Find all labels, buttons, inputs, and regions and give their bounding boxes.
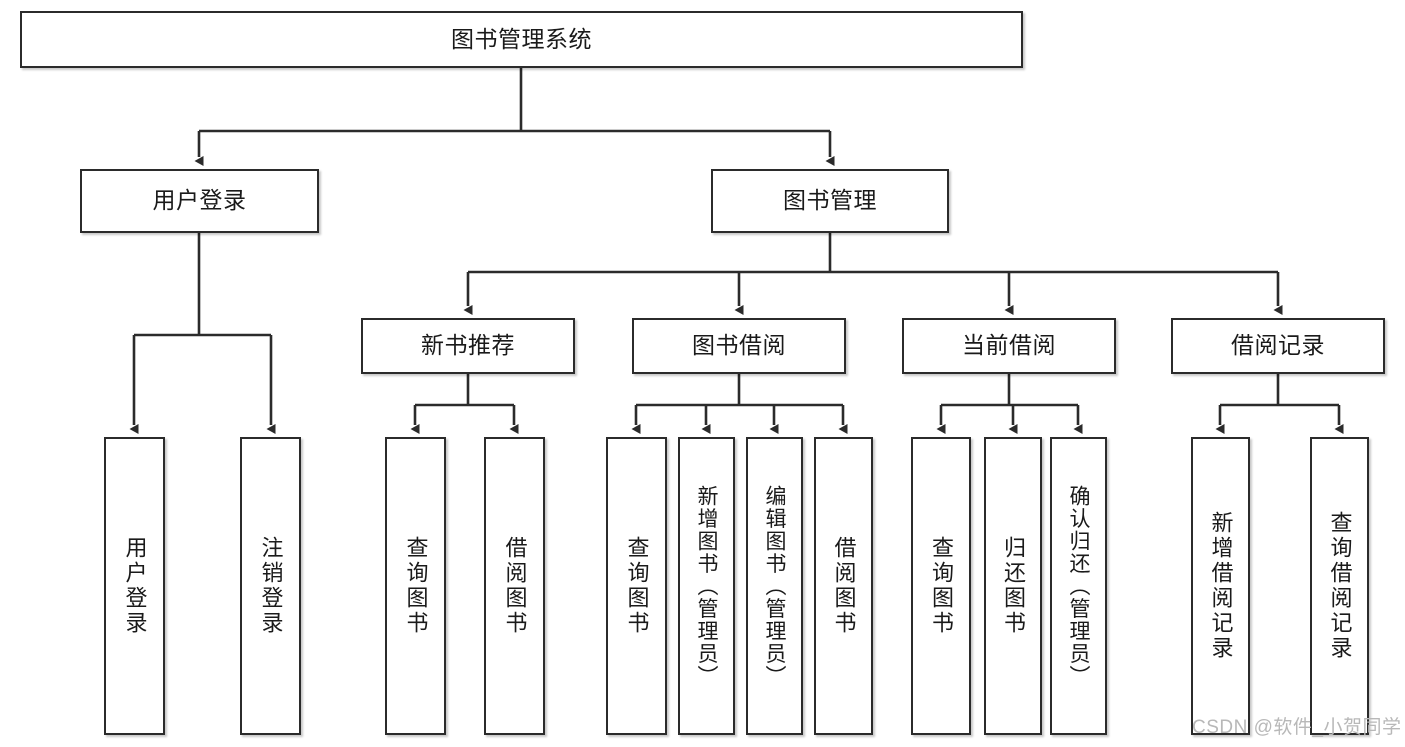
node-leaf-user-login[interactable]: 用户登录 <box>104 437 165 735</box>
node-book-manage[interactable]: 图书管理 <box>711 169 949 233</box>
node-leaf-edit-book[interactable]: 编辑图书（管理员） <box>746 437 803 735</box>
root-to-level2 <box>194 68 835 166</box>
node-label: 查询图书 <box>624 536 650 636</box>
node-leaf-borrow-book-2[interactable]: 借阅图书 <box>814 437 873 735</box>
node-label: 归还图书 <box>1001 536 1026 636</box>
node-leaf-query-book-3[interactable]: 查询图书 <box>911 437 971 735</box>
node-label: 新增借阅记录 <box>1208 511 1234 661</box>
node-label: 新书推荐 <box>421 332 515 359</box>
node-leaf-query-record[interactable]: 查询借阅记录 <box>1310 437 1369 735</box>
node-leaf-query-book-2[interactable]: 查询图书 <box>606 437 667 735</box>
book-borrow-to-leaves <box>631 374 848 434</box>
node-user-login[interactable]: 用户登录 <box>80 169 319 233</box>
node-label: 借阅图书 <box>831 536 857 636</box>
node-book-borrow[interactable]: 图书借阅 <box>632 318 846 374</box>
node-leaf-add-record[interactable]: 新增借阅记录 <box>1191 437 1250 735</box>
node-label: 借阅记录 <box>1231 332 1325 359</box>
node-root[interactable]: 图书管理系统 <box>20 11 1023 68</box>
node-label: 查询借阅记录 <box>1327 511 1353 661</box>
node-leaf-confirm-return[interactable]: 确认归还（管理员） <box>1050 437 1107 735</box>
node-label: 查询图书 <box>403 536 429 636</box>
node-label: 图书借阅 <box>692 332 786 359</box>
node-label: 查询图书 <box>929 536 954 636</box>
node-label: 借阅图书 <box>502 536 528 636</box>
current-borrow-to-leaves <box>936 374 1083 434</box>
node-leaf-logout[interactable]: 注销登录 <box>240 437 301 735</box>
new-book-recommend-to-leaves <box>410 374 519 434</box>
node-leaf-return-book[interactable]: 归还图书 <box>984 437 1042 735</box>
node-new-book-recommend[interactable]: 新书推荐 <box>361 318 575 374</box>
node-label: 图书管理 <box>783 187 877 214</box>
node-label: 当前借阅 <box>962 332 1056 359</box>
node-leaf-borrow-book-1[interactable]: 借阅图书 <box>484 437 545 735</box>
borrow-record-to-leaves <box>1215 374 1344 434</box>
node-label: 编辑图书（管理员） <box>763 484 786 688</box>
node-label: 用户登录 <box>152 187 247 214</box>
user-login-to-leaves <box>129 233 276 434</box>
node-leaf-query-book-1[interactable]: 查询图书 <box>385 437 446 735</box>
node-label: 新增图书（管理员） <box>695 484 718 688</box>
book-manage-to-level3 <box>463 233 1283 315</box>
node-label: 确认归还（管理员） <box>1067 484 1090 688</box>
node-label: 用户登录 <box>122 536 148 636</box>
csdn-watermark: CSDN @软件_小贺同学 <box>1192 717 1402 738</box>
node-label: 注销登录 <box>258 536 284 636</box>
node-leaf-add-book[interactable]: 新增图书（管理员） <box>678 437 735 735</box>
node-label: 图书管理系统 <box>451 25 592 52</box>
node-current-borrow[interactable]: 当前借阅 <box>902 318 1116 374</box>
node-borrow-record[interactable]: 借阅记录 <box>1171 318 1385 374</box>
